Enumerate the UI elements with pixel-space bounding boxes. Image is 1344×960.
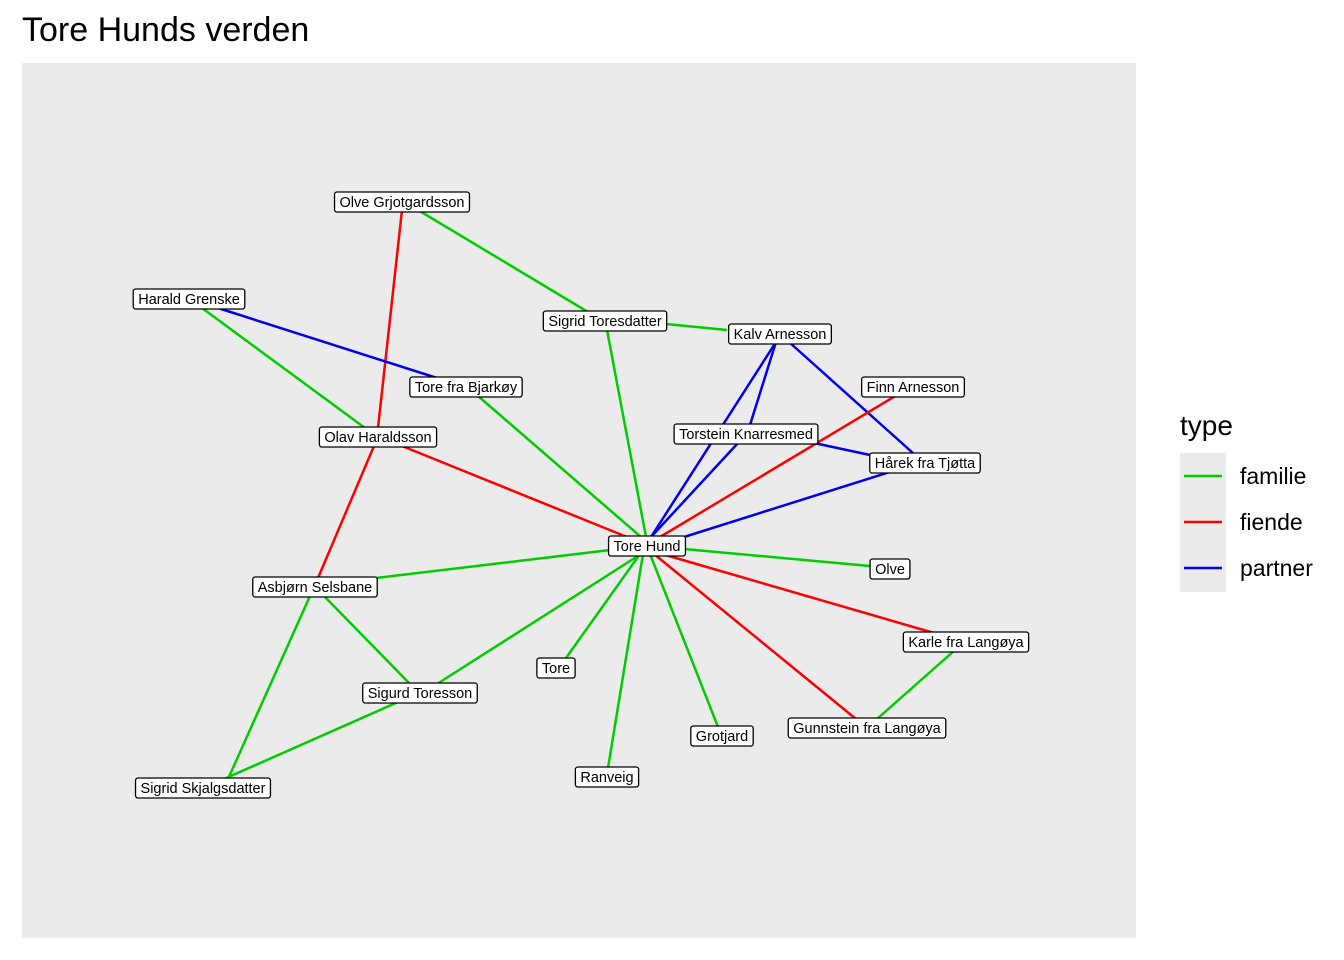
edge-olve-grjotgardsson-olav-haraldsson [376, 209, 404, 429]
node-label: Olve Grjotgardsson [340, 195, 465, 211]
edges-layer [201, 208, 956, 781]
node-sigrid-skjalgsdatter: Sigrid Skjalgsdatter [134, 777, 272, 799]
node-box [333, 191, 471, 213]
edge-olve-grjotgardsson-sigrid-toresdatter [417, 208, 589, 314]
node-box [252, 576, 378, 598]
edge-asbjorn-selsbane-sigrid-skjalgsdatter [226, 595, 312, 780]
node-label: Asbjørn Selsbane [258, 580, 372, 596]
node-label: Olve [875, 562, 905, 578]
node-label: Kalv Arnesson [734, 327, 827, 343]
node-box [362, 682, 478, 704]
node-label: Harald Grenske [138, 292, 240, 308]
edge-tore-fra-bjarkoy-tore-hund [477, 395, 642, 538]
node-tore-hund: Tore Hund [607, 535, 687, 557]
legend-label-fiende: fiende [1240, 509, 1303, 535]
edge-kalv-arnesson-harek-fra-tjotta [788, 341, 915, 455]
node-box [574, 766, 640, 788]
node-label: Tore Hund [614, 539, 681, 555]
node-box [690, 725, 754, 747]
node-box [902, 631, 1030, 653]
node-sigrid-toresdatter: Sigrid Toresdatter [542, 310, 668, 332]
edge-tore-hund-tore [564, 553, 642, 659]
node-label: Sigrid Skjalgsdatter [141, 781, 266, 797]
node-gunnstein-fra-langoya: Gunnstein fra Langøya [787, 717, 947, 739]
node-box [869, 452, 981, 474]
edge-tore-hund-ranveig [606, 553, 645, 769]
node-olve: Olve [869, 558, 911, 580]
edge-karle-fra-langoya-gunnstein-fra-langoya [876, 649, 956, 720]
edge-torstein-knarresmed-tore-hund [650, 442, 739, 538]
node-karle-fra-langoya: Karle fra Langøya [902, 631, 1030, 653]
edge-sigrid-toresdatter-kalv-arnesson [665, 322, 728, 332]
legend-item-fiende: fiende [1184, 509, 1303, 535]
node-box [860, 376, 966, 398]
legend-item-partner: partner [1184, 555, 1313, 581]
node-box [727, 323, 833, 345]
node-box [536, 657, 576, 679]
node-label: Torstein Knarresmed [679, 427, 813, 443]
node-label: Ranveig [580, 770, 633, 786]
edge-sigurd-toresson-sigrid-skjalgsdatter [223, 700, 399, 781]
node-box [542, 310, 668, 332]
node-box [787, 717, 947, 739]
node-label: Grotjard [696, 729, 748, 745]
plot-panel [22, 63, 1136, 938]
page-title: Tore Hunds verden [22, 11, 309, 49]
node-label: Sigrid Toresdatter [548, 314, 662, 330]
node-box [409, 376, 523, 398]
node-label: Olav Haraldsson [324, 430, 431, 446]
node-torstein-knarresmed: Torstein Knarresmed [673, 423, 819, 445]
node-box [134, 777, 272, 799]
node-grotjard: Grotjard [690, 725, 754, 747]
edge-harek-fra-tjotta-tore-hund [683, 469, 894, 539]
edge-tore-hund-karle-fra-langoya [661, 552, 935, 635]
node-harek-fra-tjotta: Hårek fra Tjøtta [869, 452, 981, 474]
edge-finn-arnesson-tore-hund [659, 393, 898, 539]
node-tore-fra-bjarkoy: Tore fra Bjarkøy [409, 376, 523, 398]
node-label: Tore [542, 661, 570, 677]
node-olav-haraldsson: Olav Haraldsson [318, 426, 438, 448]
node-label: Tore fra Bjarkøy [415, 380, 518, 396]
edge-kalv-arnesson-torstein-knarresmed [748, 341, 778, 426]
edge-sigrid-toresdatter-tore-hund [605, 329, 648, 538]
edge-tore-hund-sigurd-toresson [436, 552, 642, 686]
node-label: Sigurd Toresson [368, 686, 473, 702]
node-label: Hårek fra Tjøtta [875, 456, 976, 472]
node-finn-arnesson: Finn Arnesson [860, 376, 966, 398]
legend-label-familie: familie [1240, 463, 1306, 489]
edge-olav-haraldsson-tore-hund [401, 444, 628, 539]
edge-asbjorn-selsbane-sigurd-toresson [323, 595, 411, 685]
node-asbjorn-selsbane: Asbjørn Selsbane [252, 576, 378, 598]
edge-tore-hund-grotjard [648, 553, 720, 728]
node-box [318, 426, 438, 448]
legend-title: type [1180, 410, 1233, 441]
node-harald-grenske: Harald Grenske [132, 288, 246, 310]
legend-item-familie: familie [1184, 463, 1306, 489]
edge-harald-grenske-olav-haraldsson [201, 306, 366, 430]
node-label: Gunnstein fra Langøya [793, 721, 941, 737]
edge-olav-haraldsson-asbjorn-selsbane [316, 445, 376, 579]
node-ranveig: Ranveig [574, 766, 640, 788]
node-box [607, 535, 687, 557]
node-tore: Tore [536, 657, 576, 679]
node-box [132, 288, 246, 310]
node-kalv-arnesson: Kalv Arnesson [727, 323, 833, 345]
edge-tore-hund-olve [683, 547, 871, 568]
node-label: Finn Arnesson [867, 380, 960, 396]
legend-label-partner: partner [1240, 555, 1313, 581]
node-box [869, 558, 911, 580]
edge-harald-grenske-tore-fra-bjarkoy [217, 306, 438, 380]
node-olve-grjotgardsson: Olve Grjotgardsson [333, 191, 471, 213]
node-sigurd-toresson: Sigurd Toresson [362, 682, 478, 704]
edge-tore-hund-gunnstein-fra-langoya [653, 553, 857, 720]
edge-tore-hund-asbjorn-selsbane [375, 548, 611, 580]
node-box [673, 423, 819, 445]
node-label: Karle fra Langøya [908, 635, 1024, 651]
legend: type familie fiende partner [1180, 410, 1313, 592]
edge-torstein-knarresmed-harek-fra-tjotta [813, 441, 871, 457]
